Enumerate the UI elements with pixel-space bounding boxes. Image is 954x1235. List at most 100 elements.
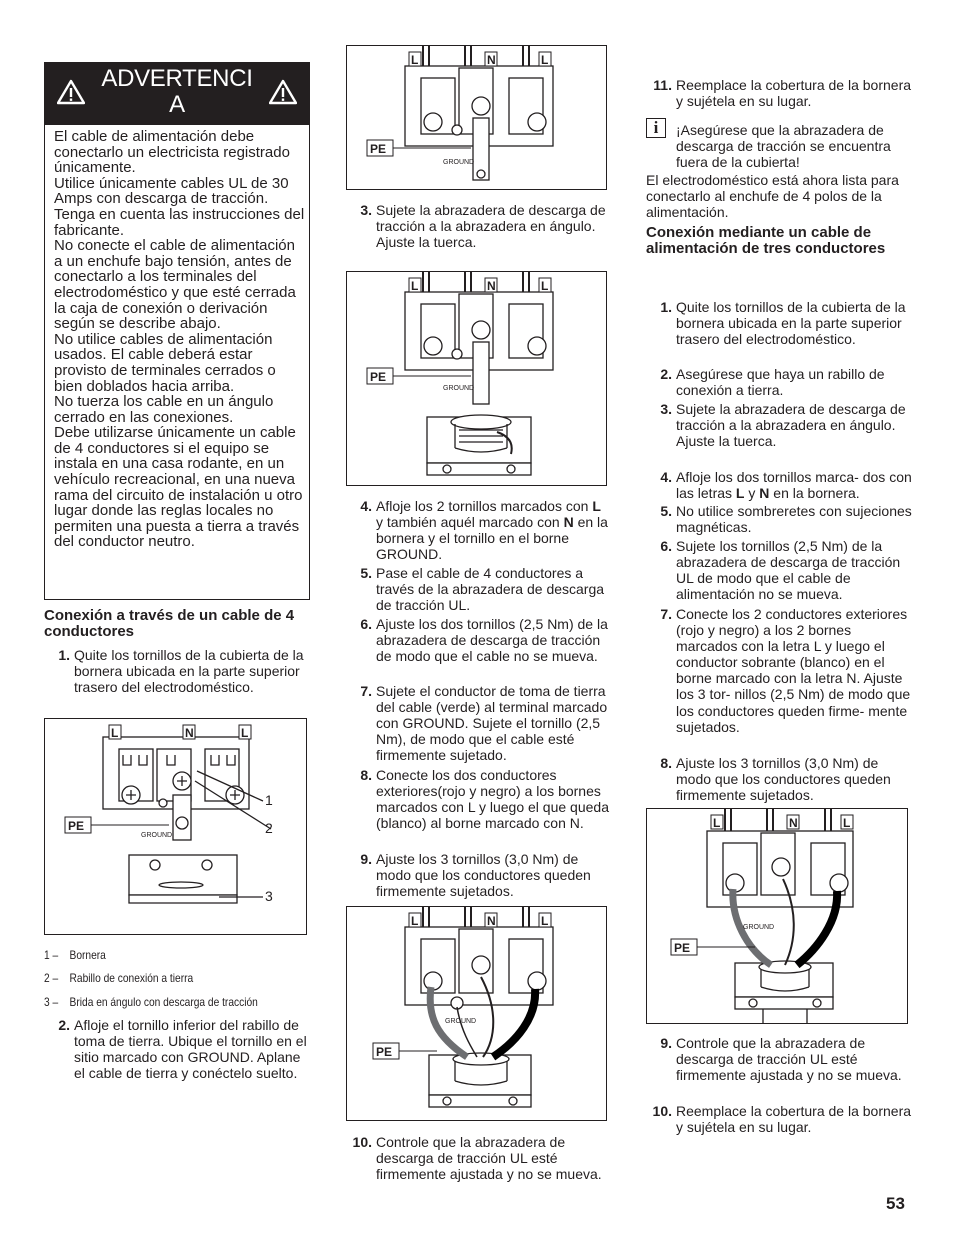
figure-3-wire-connected: L N L PE GROUND — [646, 808, 908, 1024]
figure-strain-relief: L N L PE GROUND — [346, 271, 607, 486]
step-number: 9. — [660, 1035, 672, 1051]
ground-label: GROUND — [743, 924, 774, 931]
info-note: ¡Asegúrese que la abrazadera de descarga… — [676, 122, 891, 170]
step-text: Reemplace la cobertura de la bornera y s… — [676, 1103, 912, 1136]
step-number: 7. — [660, 606, 672, 622]
terminal-label-l: L — [241, 726, 248, 740]
ground-label: GROUND — [445, 1018, 476, 1025]
step: 9. Ajuste los 3 tornillos (3,0 Nm) de mo… — [346, 851, 611, 899]
warning-paragraph: Utilice únicamente cables UL de 30 Amps … — [54, 174, 305, 239]
pe-label: PE — [370, 142, 386, 156]
step-text: Ajuste los dos tornillos (2,5 Nm) de la … — [376, 616, 608, 665]
info-icon: i — [646, 118, 666, 138]
step: 4. Afloje los dos tornillos marca- dos c… — [646, 469, 914, 501]
step-text: Asegúrese que haya un rabillo de conexió… — [676, 366, 885, 399]
step: 8. Ajuste los 3 tornillos (3,0 Nm) de mo… — [646, 755, 914, 803]
terminal-label-l: L — [843, 816, 850, 830]
warning-title: ADVERTENCI A — [101, 65, 253, 118]
terminal-label-l: L — [541, 914, 548, 928]
warning-paragraph: No utilice cables de alimentación usados… — [54, 330, 276, 395]
warning-paragraph: No tuerza los cable en un ángulo cerrado… — [54, 393, 274, 426]
step-number: 4. — [660, 469, 672, 485]
figure-ground-tab: L N L PE GROUND — [346, 45, 607, 190]
terminal-label-l: L — [111, 726, 118, 740]
step-text: Afloje los dos tornillos marca- dos con … — [676, 469, 912, 502]
warning-text: El cable de alimentación debe conectarlo… — [54, 129, 306, 550]
terminal-label-n: N — [487, 279, 496, 293]
step: 1. Quite los tornillos de la cubierta de… — [44, 647, 310, 695]
pe-label: PE — [376, 1045, 392, 1059]
pe-label: PE — [68, 819, 84, 833]
legend-item: 1 – Bornera — [44, 948, 106, 962]
step: 10. Reemplace la cobertura de la bornera… — [646, 1103, 914, 1135]
step-continuation: Controle que la abrazadera de descarga d… — [676, 43, 914, 75]
step: 4. Afloje los 2 tornillos marcados con L… — [346, 498, 611, 562]
step-number: 8. — [660, 755, 672, 771]
step: 10. Controle que la abrazadera de descar… — [346, 1134, 611, 1182]
step: 2. Afloje el tornillo inferior del rabil… — [44, 1017, 310, 1081]
legend-item: 3 – Brida en ángulo con descarga de trac… — [44, 995, 258, 1009]
pe-label: PE — [674, 941, 690, 955]
step: 6. Ajuste los dos tornillos (2,5 Nm) de … — [346, 616, 611, 664]
legend-item: 2 – Rabillo de conexión a tierra — [44, 971, 194, 985]
terminal-label-l: L — [411, 914, 418, 928]
step-number: 8. — [360, 767, 372, 783]
figure-4-wire-connected: L N L PE GROUND — [346, 906, 607, 1121]
step-number: 2. — [58, 1017, 70, 1033]
terminal-label-l: L — [411, 279, 418, 293]
step-text: Reemplace la cobertura de la bornera y s… — [676, 77, 912, 110]
step-number: 2. — [660, 366, 672, 382]
step: 5. Pase el cable de 4 conductores a trav… — [346, 565, 611, 613]
step-number: 5. — [360, 565, 372, 581]
callout-2: 2 — [265, 820, 273, 836]
step-text: Conecte los 2 conductores exteriores (ro… — [676, 606, 911, 735]
step: 3. Sujete la abrazadera de descarga de t… — [646, 401, 914, 449]
step-number: 1. — [660, 299, 672, 315]
step-text: Sujete el conductor de toma de tierra de… — [376, 683, 608, 764]
step-text: Afloje el tornillo inferior del rabillo … — [74, 1017, 307, 1082]
step-text: No utilice sombreretes con sujeciones ma… — [676, 503, 912, 536]
step-number: 5. — [660, 503, 672, 519]
step-text: Quite los tornillos de la cubierta de la… — [676, 299, 906, 348]
step-text: Ajuste los 3 tornillos (3,0 Nm) de modo … — [376, 851, 591, 900]
ready-note: El electrodoméstico está ahora lista par… — [646, 172, 899, 220]
warning-box: ADVERTENCI A El cable de alimentación de… — [44, 62, 310, 600]
step: 7. Sujete el conductor de toma de tierra… — [346, 683, 611, 763]
step: 1. Quite los tornillos de la cubierta de… — [646, 299, 914, 347]
step-number: 11. — [653, 77, 672, 93]
step-text: Sujete los tornillos (2,5 Nm) de la abra… — [676, 538, 901, 603]
step-text: Sujete la abrazadera de descarga de trac… — [676, 401, 906, 450]
terminal-label-n: N — [185, 726, 194, 740]
step: 5. No utilice sombreretes con sujeciones… — [646, 503, 914, 535]
step-number: 4. — [360, 498, 372, 514]
step-text: Sujete la abrazadera de descarga de trac… — [376, 202, 606, 251]
terminal-label-l: L — [541, 279, 548, 293]
step: 9. Controle que la abrazadera de descarg… — [646, 1035, 914, 1083]
step-number: 1. — [58, 647, 70, 663]
step-number: 6. — [660, 538, 672, 554]
warning-icon — [269, 79, 297, 105]
warning-paragraph: No conecte el cable de alimentación a un… — [54, 237, 296, 333]
section-heading-3-wire: Conexión mediante un cable de alimentaci… — [646, 224, 886, 257]
terminal-label-n: N — [789, 816, 798, 830]
step: 7. Conecte los 2 conductores exteriores … — [646, 606, 914, 735]
warning-paragraph: El cable de alimentación debe conectarlo… — [54, 128, 290, 177]
step-text: Conecte los dos conductores exteriores(r… — [376, 767, 609, 832]
step-number: 3. — [660, 401, 672, 417]
warning-icon — [57, 79, 85, 105]
callout-3: 3 — [265, 888, 273, 904]
terminal-label-n: N — [487, 914, 496, 928]
step: 11. Reemplace la cobertura de la bornera… — [646, 77, 914, 109]
step: 2. Asegúrese que haya un rabillo de cone… — [646, 366, 914, 398]
warning-header: ADVERTENCI A — [45, 63, 309, 125]
terminal-label-l: L — [713, 816, 720, 830]
step-text: Pase el cable de 4 conductores a través … — [376, 565, 605, 614]
step-number: 7. — [360, 683, 372, 699]
step-number: 3. — [360, 202, 372, 218]
ground-label: GROUND — [443, 159, 474, 166]
step-number: 9. — [360, 851, 372, 867]
step: 3. Sujete la abrazadera de descarga de t… — [346, 202, 611, 250]
terminal-label-l: L — [541, 53, 548, 67]
figure-terminal-block: L N L PE GROUND 1 2 3 — [44, 718, 307, 935]
step: 8. Conecte los dos conductores exteriore… — [346, 767, 611, 831]
